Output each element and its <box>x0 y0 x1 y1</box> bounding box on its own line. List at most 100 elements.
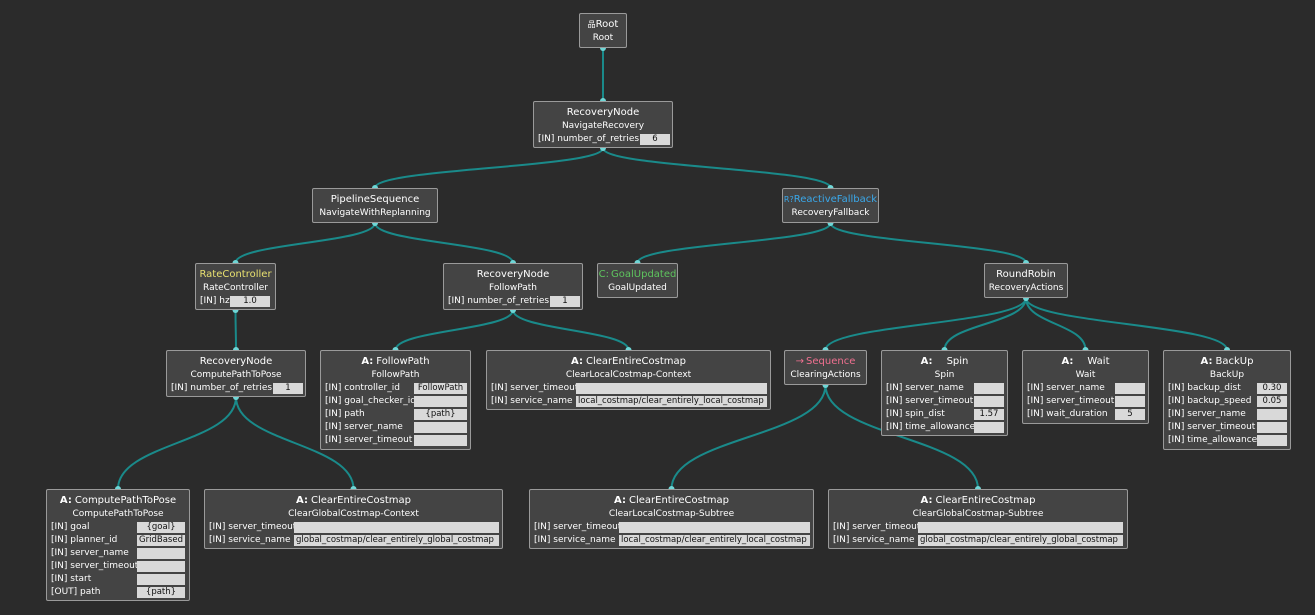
port-value[interactable] <box>1257 422 1287 433</box>
node-clear-local-costmap-context[interactable]: A:ClearEntireCostmap ClearLocalCostmap-C… <box>486 350 771 410</box>
node-title: A:Spin <box>920 356 969 367</box>
node-subtitle: ClearGlobalCostmap-Context <box>288 509 419 519</box>
port-value[interactable]: {path} <box>414 409 467 420</box>
port-value[interactable]: 1.0 <box>230 296 270 307</box>
node-root[interactable]: 品Root Root <box>579 13 627 48</box>
node-title: A:ComputePathToPose <box>59 495 177 506</box>
node-title: A:FollowPath <box>361 356 430 367</box>
port-row: [IN] start <box>51 574 185 585</box>
node-spin-action[interactable]: A:Spin Spin [IN] server_name [IN] server… <box>881 350 1008 436</box>
port-value[interactable] <box>1115 383 1145 394</box>
port-row: [IN] server_name <box>1168 409 1287 420</box>
port-value[interactable]: 1 <box>273 383 303 394</box>
port-value[interactable] <box>294 522 499 533</box>
port-row: [IN] backup_dist 0.30 <box>1168 383 1287 394</box>
port-value[interactable]: 1 <box>550 296 580 307</box>
port-label: [IN] server_timeout <box>1168 422 1256 432</box>
tree-icon: 品 <box>587 20 596 29</box>
node-navigate-recovery[interactable]: RecoveryNode NavigateRecovery [IN] numbe… <box>533 101 673 148</box>
node-subtitle: Root <box>592 33 614 43</box>
port-value[interactable] <box>918 522 1123 533</box>
port-value[interactable] <box>414 396 467 407</box>
port-value[interactable] <box>974 396 1004 407</box>
port-value[interactable] <box>974 422 1004 433</box>
port-value[interactable]: 6 <box>640 134 670 145</box>
port-value[interactable]: GridBased <box>137 535 185 546</box>
node-recovery-actions[interactable]: RoundRobin RecoveryActions <box>984 263 1068 298</box>
port-row: [IN] spin_dist 1.57 <box>886 409 1004 420</box>
port-value[interactable]: 0.05 <box>1257 396 1287 407</box>
tree-edge <box>234 309 237 351</box>
tree-edge <box>824 297 1027 351</box>
port-value[interactable]: {goal} <box>137 522 185 533</box>
port-label: [IN] number_of_retries <box>171 383 273 393</box>
port-label: [IN] spin_dist <box>886 409 945 419</box>
port-value[interactable]: local_costmap/clear_entirely_local_costm… <box>576 396 767 407</box>
port-label: [IN] server_timeout <box>325 435 413 445</box>
tree-edge <box>374 147 604 189</box>
port-value[interactable] <box>137 561 185 572</box>
tree-edge <box>670 384 827 490</box>
port-value[interactable] <box>137 574 185 585</box>
port-row: [IN] number_of_retries 1 <box>171 383 303 394</box>
tree-edge <box>512 309 630 351</box>
tree-edge <box>117 396 237 490</box>
node-goal-updated[interactable]: C:GoalUpdated GoalUpdated <box>597 263 678 298</box>
port-value[interactable] <box>576 383 767 394</box>
node-clear-local-costmap-subtree[interactable]: A:ClearEntireCostmap ClearLocalCostmap-S… <box>529 489 814 549</box>
port-value[interactable] <box>137 548 185 559</box>
node-rate-controller[interactable]: RateController RateController [IN] hz 1.… <box>195 263 276 310</box>
port-label: [IN] service_name <box>209 535 291 545</box>
port-value[interactable]: 1.57 <box>974 409 1004 420</box>
node-wait-action[interactable]: A:Wait Wait [IN] server_name [IN] server… <box>1022 350 1149 424</box>
port-label: [IN] server_timeout <box>886 396 974 406</box>
node-recovery-fallback[interactable]: R?ReactiveFallback RecoveryFallback <box>782 188 879 223</box>
node-title: →Sequence <box>795 356 856 367</box>
port-value[interactable] <box>414 422 467 433</box>
node-compute-path-recovery[interactable]: RecoveryNode ComputePathToPose [IN] numb… <box>166 350 306 397</box>
port-value[interactable] <box>1257 409 1287 420</box>
port-row: [IN] server_timeout <box>1168 422 1287 433</box>
port-label: [IN] server_timeout <box>209 522 297 532</box>
port-value[interactable] <box>974 383 1004 394</box>
node-subtitle: FollowPath <box>371 370 420 380</box>
node-compute-path-action[interactable]: A:ComputePathToPose ComputePathToPose [I… <box>46 489 190 601</box>
node-clear-global-costmap-subtree[interactable]: A:ClearEntireCostmap ClearGlobalCostmap-… <box>828 489 1128 549</box>
node-navigate-with-replanning[interactable]: PipelineSequence NavigateWithReplanning <box>312 188 438 223</box>
port-label: [IN] server_name <box>325 422 403 432</box>
port-value[interactable]: global_costmap/clear_entirely_global_cos… <box>918 535 1123 546</box>
node-subtitle: FollowPath <box>488 283 537 293</box>
node-follow-path-action[interactable]: A:FollowPath FollowPath [IN] controller_… <box>320 350 471 450</box>
port-value[interactable]: FollowPath <box>414 383 467 394</box>
condition-icon: C: <box>598 269 609 280</box>
port-value[interactable] <box>1115 396 1145 407</box>
port-row: [IN] hz 1.0 <box>200 296 271 307</box>
port-label: [IN] backup_speed <box>1168 396 1252 406</box>
port-label: [IN] server_timeout <box>833 522 921 532</box>
port-row: [IN] server_timeout <box>534 522 810 533</box>
port-value[interactable]: global_costmap/clear_entirely_global_cos… <box>294 535 499 546</box>
port-value[interactable] <box>414 435 467 446</box>
node-title: A:ClearEntireCostmap <box>920 495 1036 506</box>
port-row: [IN] goal{goal} <box>51 522 185 533</box>
tree-edge <box>235 396 355 490</box>
node-follow-path-recovery[interactable]: RecoveryNode FollowPath [IN] number_of_r… <box>443 263 583 310</box>
port-label: [IN] goal_checker_id <box>325 396 416 406</box>
port-value[interactable] <box>619 522 810 533</box>
port-label: [OUT] path <box>51 587 101 597</box>
node-clearing-actions[interactable]: →Sequence ClearingActions <box>784 350 867 385</box>
port-value[interactable]: 0.30 <box>1257 383 1287 394</box>
port-value[interactable]: 5 <box>1115 409 1145 420</box>
port-value[interactable]: {path} <box>137 587 185 598</box>
port-label: [IN] backup_dist <box>1168 383 1241 393</box>
port-label: [IN] number_of_retries <box>538 134 640 144</box>
port-value[interactable]: local_costmap/clear_entirely_local_costm… <box>619 535 810 546</box>
node-clear-global-costmap-context[interactable]: A:ClearEntireCostmap ClearGlobalCostmap-… <box>204 489 503 549</box>
port-value[interactable] <box>1257 435 1287 446</box>
